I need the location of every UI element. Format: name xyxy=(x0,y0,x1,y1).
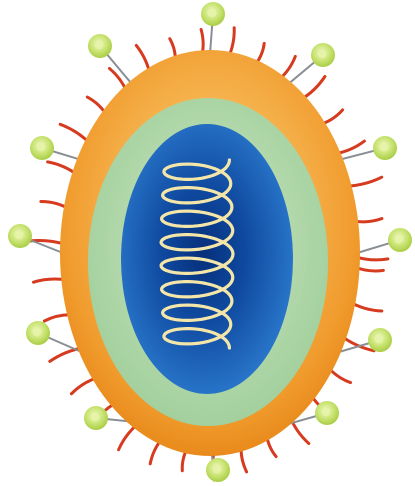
spike-head-highlight xyxy=(37,143,46,152)
spike-head-highlight xyxy=(318,50,327,59)
spike-head-highlight xyxy=(322,408,331,417)
spike-head-highlight xyxy=(213,465,222,474)
spike-head-highlight xyxy=(208,9,217,18)
spike-head-highlight xyxy=(15,231,24,240)
spike-head-highlight xyxy=(395,235,404,244)
spike-head-highlight xyxy=(380,143,389,152)
spike-head-highlight xyxy=(91,413,100,422)
spike-head-highlight xyxy=(375,335,384,344)
spike-head-highlight xyxy=(33,328,42,337)
spike-head-highlight xyxy=(95,41,104,50)
